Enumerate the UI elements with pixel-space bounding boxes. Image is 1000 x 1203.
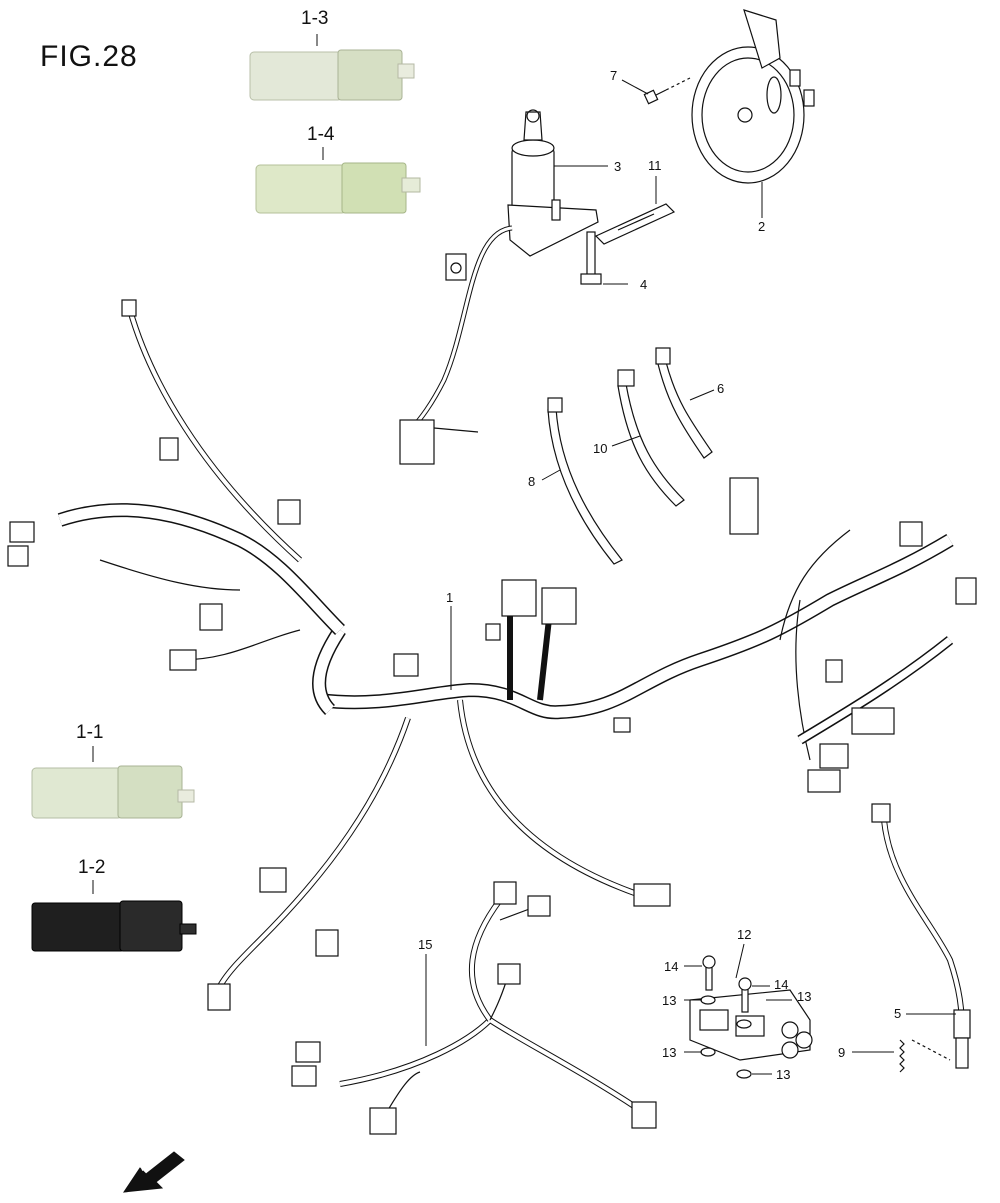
- label-part-6: 6: [717, 381, 725, 396]
- label-part-1: 1: [446, 590, 454, 605]
- ignition-switch: [399, 109, 599, 465]
- fwd-arrow: [122, 1151, 185, 1193]
- label-1-1: 1-1: [76, 722, 104, 743]
- sub-harness-15-connectors: [291, 881, 657, 1135]
- label-part-12: 12: [737, 927, 752, 942]
- leader-lines: [92, 34, 956, 1075]
- label-part-7: 7: [610, 68, 618, 83]
- label-part-8: 8: [528, 474, 536, 489]
- sub-harness-15: [339, 898, 642, 1113]
- label-part-13-b: 13: [797, 989, 812, 1004]
- label-part-13-d: 13: [776, 1067, 791, 1082]
- horn-screw: [643, 77, 691, 105]
- relay-1-1: [31, 765, 195, 819]
- label-part-10: 10: [593, 441, 608, 456]
- label-1-3: 1-3: [301, 8, 329, 29]
- harness-connectors: [7, 299, 977, 1011]
- label-part-14-a: 14: [664, 959, 679, 974]
- cable-ties: [547, 347, 713, 565]
- label-part-2: 2: [758, 219, 766, 234]
- horn: [691, 9, 815, 184]
- relay-1-4: [255, 162, 421, 214]
- sensor-5: [871, 803, 971, 1069]
- bracket-plate: [594, 203, 676, 245]
- label-part-15: 15: [418, 937, 433, 952]
- label-1-4: 1-4: [307, 124, 335, 145]
- label-part-14-b: 14: [774, 977, 789, 992]
- ignition-bolt: [580, 231, 602, 285]
- label-part-9: 9: [838, 1045, 846, 1060]
- label-part-5: 5: [894, 1006, 902, 1021]
- main-harness: [57, 309, 954, 992]
- spring-9: [899, 1039, 951, 1073]
- label-part-13-a: 13: [662, 993, 677, 1008]
- relay-1-2: [31, 900, 197, 952]
- label-part-4: 4: [640, 277, 648, 292]
- figure-title: FIG.28: [40, 40, 138, 73]
- label-part-3: 3: [614, 159, 622, 174]
- relay-assembly-12: [689, 955, 813, 1079]
- label-part-13-c: 13: [662, 1045, 677, 1060]
- label-1-2: 1-2: [78, 857, 106, 878]
- label-part-11: 11: [648, 158, 662, 173]
- relay-1-3: [249, 49, 415, 101]
